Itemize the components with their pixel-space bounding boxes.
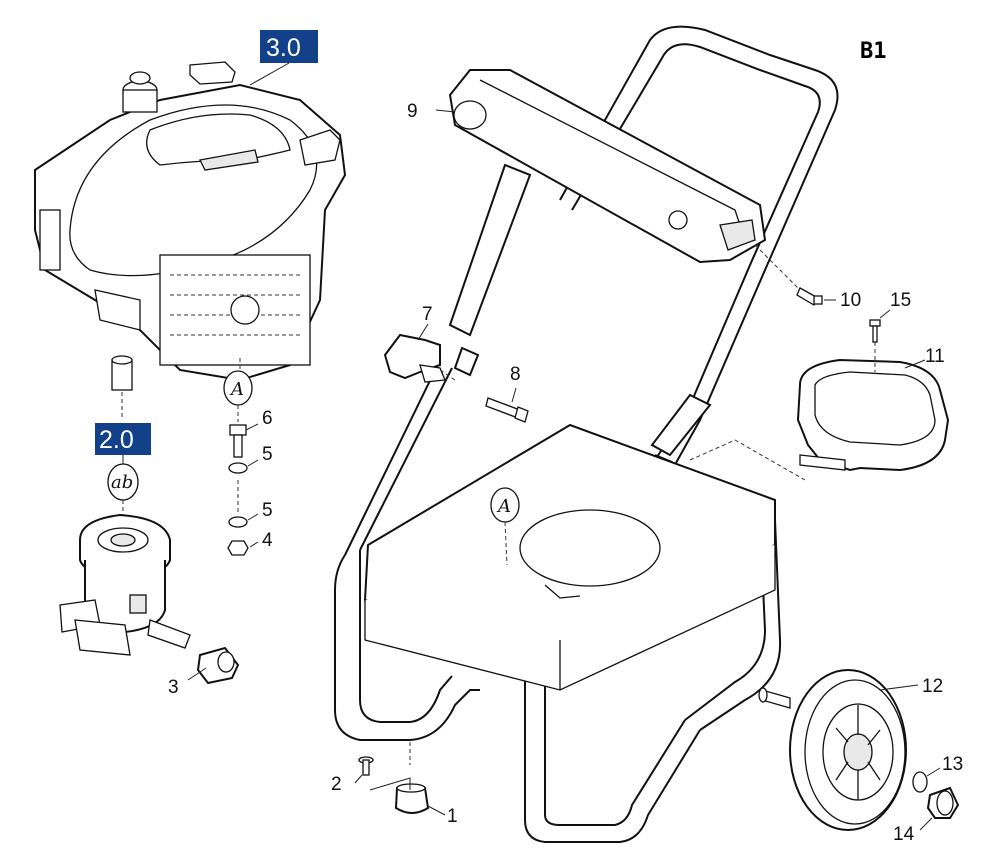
wheel-cap (926, 786, 960, 819)
part-number-2: 2 (331, 774, 342, 795)
section-box-pump (95, 423, 151, 455)
part-number-10: 10 (840, 290, 861, 311)
hex-nut (227, 540, 249, 556)
section-label-engine: 3.0 (266, 34, 301, 62)
part-number-8: 8 (510, 364, 521, 385)
screw-10 (796, 287, 823, 306)
star-knob (383, 333, 446, 383)
part-number-12: 12 (922, 676, 943, 697)
callout-a-frame: A (496, 496, 511, 517)
callout-a-top: A (229, 379, 244, 400)
washer-lower (228, 516, 248, 528)
part-number-3: 3 (168, 677, 179, 698)
axle (758, 687, 791, 709)
adapter-fitting (196, 646, 240, 685)
part-number-13: 13 (942, 754, 963, 775)
carriage-bolt (485, 397, 529, 423)
section-label-pump: 2.0 (99, 426, 134, 454)
engine-assembly (34, 61, 347, 382)
screw-2 (358, 756, 374, 776)
part-number-11: 11 (925, 346, 945, 367)
part-number-1: 1 (447, 806, 458, 827)
bolt (229, 424, 247, 458)
part-number-5-lower: 5 (262, 500, 273, 521)
part-number-5-upper: 5 (262, 444, 273, 465)
screw-15 (869, 319, 881, 343)
part-number-4: 4 (262, 530, 273, 551)
wheel-washer (912, 771, 928, 793)
wheel (789, 669, 907, 831)
part-number-14: 14 (893, 824, 915, 845)
washer-upper (228, 462, 248, 474)
section-box-engine (260, 30, 318, 63)
shaft-coupling (111, 355, 133, 391)
part-number-7: 7 (422, 304, 433, 325)
hose-holder (796, 358, 950, 472)
callout-ab: ab (111, 472, 133, 493)
pump-assembly (59, 513, 191, 656)
part-number-9: 9 (407, 101, 418, 122)
handle-bar (448, 69, 767, 264)
rubber-foot (394, 783, 430, 814)
part-number-6: 6 (262, 408, 273, 429)
part-number-15: 15 (890, 290, 911, 311)
base-tank (363, 423, 776, 691)
page-code: B1 (860, 39, 887, 64)
